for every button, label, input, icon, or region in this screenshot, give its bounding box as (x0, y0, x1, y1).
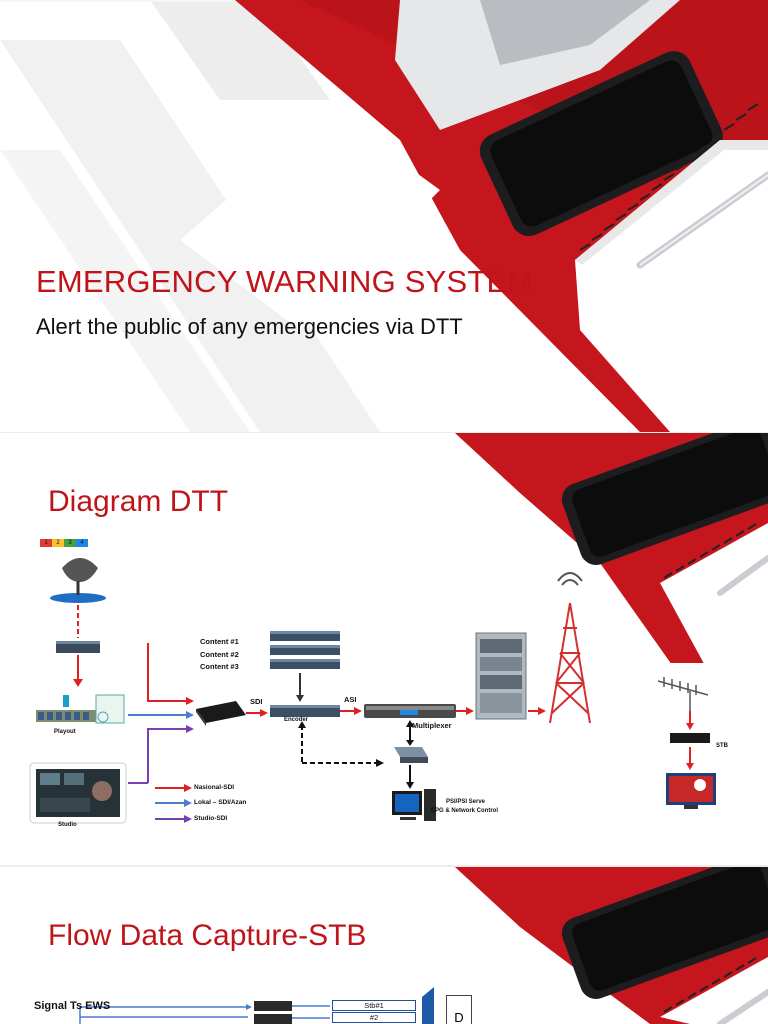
slide-1: EMERGENCY WARNING SYSTEM Alert the publi… (0, 0, 768, 432)
sdi-label: SDI (250, 697, 263, 706)
stb-box-1: Stb#1 (332, 1000, 416, 1011)
receiver-icon (56, 641, 100, 653)
slide-3: Flow Data Capture-STB Signal Ts EWS Stb#… (0, 867, 768, 1024)
legend-lokal: Lokal – SDI/Azan (194, 799, 247, 806)
content-1-label: Content #1 (200, 637, 239, 646)
channel-strip: 1 2 3 4 (40, 539, 88, 547)
channel-3: 3 (64, 539, 76, 547)
studio-label: Studio (58, 822, 77, 828)
content-servers-icon (270, 631, 340, 669)
tower-icon (549, 572, 591, 724)
epg-control-label: EPG & Network Control (431, 808, 499, 814)
playout-label: Playout (54, 729, 76, 735)
encoder-icon (270, 705, 340, 717)
encoder-label: Encoder (284, 717, 309, 723)
phone-image-3 (561, 867, 768, 999)
slide-3-background (79, 867, 768, 1024)
transmitter-rack-icon (475, 632, 527, 720)
slide-1-subtitle: Alert the public of any emergencies via … (36, 314, 463, 339)
slide-divider-2 (0, 865, 768, 867)
slide-1-background (0, 0, 768, 432)
slide-1-title: EMERGENCY WARNING SYSTEM (36, 264, 534, 299)
switcher-icon (196, 701, 246, 726)
television-icon (666, 773, 716, 809)
computer-icon (392, 789, 436, 821)
set-top-box-icon (670, 733, 710, 743)
network-switch-icon (394, 747, 428, 763)
stb-label: STB (716, 743, 728, 749)
signal-label: Signal Ts EWS (34, 1000, 111, 1012)
channel-4: 4 (76, 539, 88, 547)
slide-2: Diagram DTT 1 2 3 4 Content #1 Content #… (0, 433, 768, 865)
satellite-dish-icon (50, 558, 106, 603)
psi-server-label: PSI/PSI Serve (446, 799, 486, 805)
legend-studio: Studio-SDI (194, 815, 228, 822)
home-antenna-icon (657, 677, 709, 711)
slide-2-background (29, 433, 768, 865)
d-box: D (446, 995, 472, 1024)
legend-nasional: Nasional-SDI (194, 784, 235, 791)
multiplexer-icon (364, 704, 456, 718)
stb-box-2: #2 (332, 1012, 416, 1023)
studio-image (29, 762, 127, 824)
slide-3-title: Flow Data Capture-STB (48, 919, 367, 952)
content-3-label: Content #3 (200, 662, 239, 671)
slide-divider (0, 432, 768, 433)
channel-2: 2 (52, 539, 64, 547)
slide-2-title: Diagram DTT (48, 485, 229, 518)
content-2-label: Content #2 (200, 650, 239, 659)
phone-image-2 (561, 433, 768, 565)
asi-label: ASI (344, 695, 357, 704)
multiplexer-label: Multiplexer (412, 721, 452, 730)
channel-1: 1 (40, 539, 52, 547)
phone-image (479, 51, 723, 237)
playout-icon (36, 694, 125, 724)
